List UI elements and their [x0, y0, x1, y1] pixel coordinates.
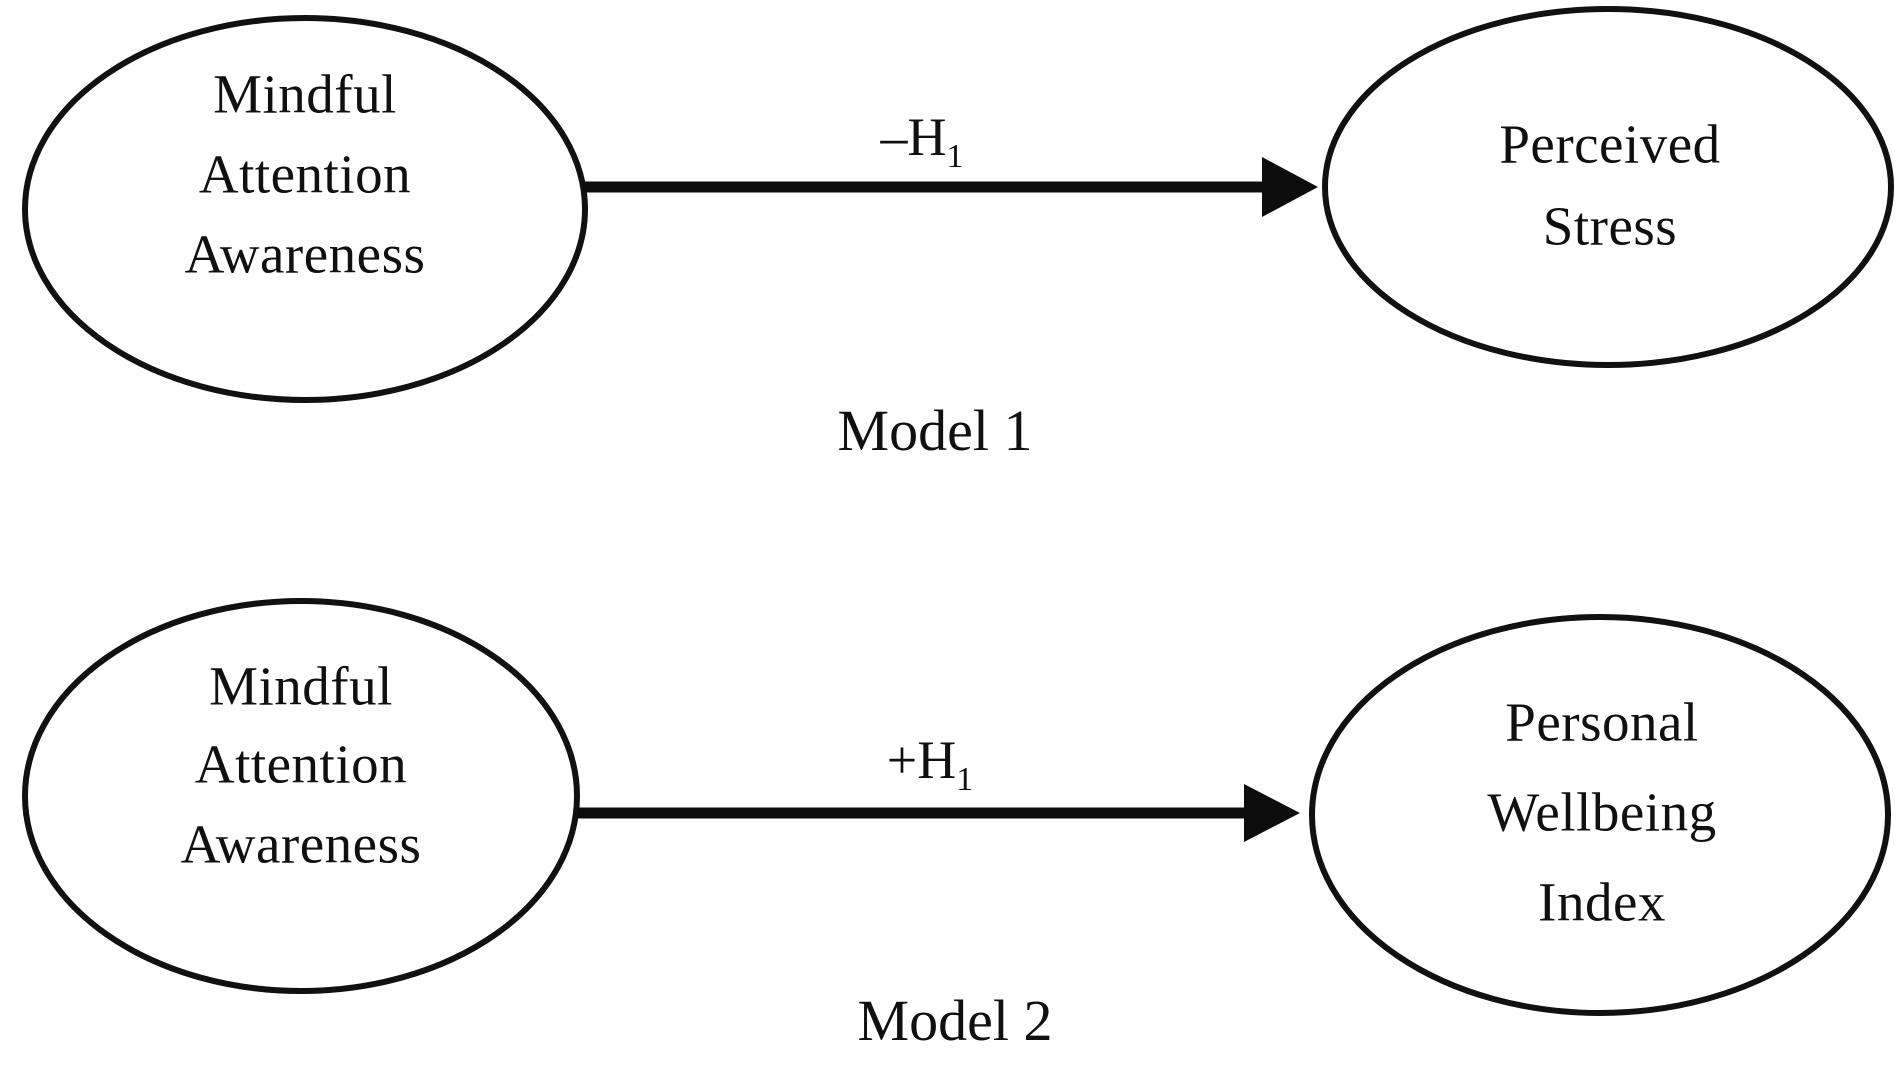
model-1-predictor-line-2: Attention: [199, 144, 411, 205]
model-1-predictor-line-1: Mindful: [213, 64, 397, 125]
model-2-group: Mindful Attention Awareness +H1 Personal…: [22, 598, 1891, 1053]
model-1-predictor-line-3: Awareness: [185, 224, 426, 285]
model-1-outcome-line-2: Stress: [1543, 196, 1677, 257]
model-1-outcome-node[interactable]: Perceived Stress: [1322, 6, 1894, 368]
model-1-predictor-node[interactable]: Mindful Attention Awareness: [22, 15, 588, 403]
model-2-outcome-node[interactable]: Personal Wellbeing Index: [1309, 614, 1891, 1016]
model-2-path-arrow[interactable]: [577, 784, 1300, 842]
model-2-predictor-node[interactable]: Mindful Attention Awareness: [22, 598, 580, 994]
model-1-outcome-ellipse[interactable]: [1322, 6, 1894, 368]
model-1-predictor-ellipse[interactable]: [22, 15, 588, 403]
model-1-path-subscript: 1: [947, 138, 964, 175]
model-2-outcome-line-3: Index: [1538, 872, 1666, 933]
model-1-group: Mindful Attention Awareness –H1 Perceive…: [22, 6, 1894, 463]
model-1-path-arrow[interactable]: [583, 157, 1318, 217]
model-2-predictor-line-1: Mindful: [209, 656, 393, 717]
model-1-path-hypothesis: H: [908, 107, 947, 167]
model-2-path-sign: +: [887, 730, 917, 790]
model-1-outcome-line-1: Perceived: [1499, 114, 1720, 175]
model-2-outcome-line-1: Personal: [1505, 692, 1698, 753]
model-2-outcome-line-2: Wellbeing: [1487, 782, 1716, 843]
model-1-arrow-head: [1262, 157, 1318, 217]
model-1-caption: Model 1: [838, 398, 1033, 463]
model-1-path-label: –H1: [880, 107, 964, 175]
model-2-path-label: +H1: [887, 730, 973, 798]
model-2-path-hypothesis: H: [917, 730, 956, 790]
model-2-outcome-ellipse[interactable]: [1309, 614, 1891, 1016]
model-2-predictor-line-2: Attention: [195, 734, 407, 795]
model-2-predictor-line-3: Awareness: [181, 814, 422, 875]
model-2-predictor-ellipse[interactable]: [22, 598, 580, 994]
model-1-path-sign: –: [880, 107, 909, 167]
model-2-caption: Model 2: [858, 988, 1053, 1053]
model-2-path-subscript: 1: [956, 761, 973, 798]
model-2-arrow-head: [1244, 784, 1300, 842]
